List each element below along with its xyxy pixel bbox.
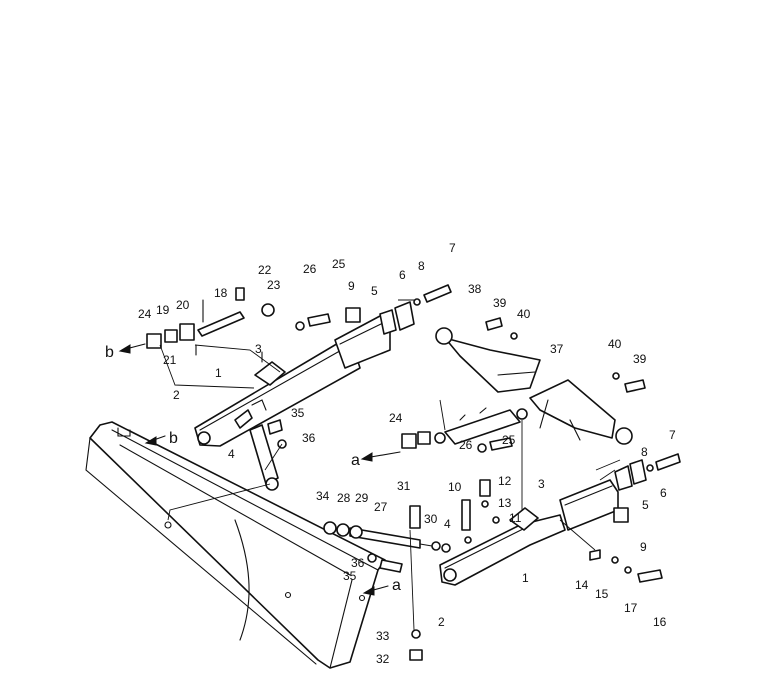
callout-20: 20 [176,298,190,312]
callout-5-right: 5 [642,498,649,512]
bracket-37 [529,379,633,445]
callout-28: 28 [337,491,351,505]
center-cylinder [434,407,528,445]
reference-labels: b b a a [105,344,401,594]
reference-b-blade: b [169,430,178,447]
callout-5-left: 5 [371,284,378,298]
blade [85,421,386,669]
callout-7-right: 7 [669,428,676,442]
callout-3-right: 3 [538,477,545,491]
callout-32: 32 [376,652,390,666]
callout-10: 10 [448,480,462,494]
callout-40-right: 40 [608,337,622,351]
callout-23: 23 [267,278,281,292]
callout-2-left: 2 [173,388,180,402]
reference-arrows [118,343,401,596]
callout-21: 21 [163,353,177,367]
cylinder [349,527,441,551]
callout-15: 15 [595,587,609,601]
callout-14: 14 [575,578,589,592]
callout-4-left: 4 [228,447,235,461]
callout-9-left: 9 [348,279,355,293]
callout-37: 37 [550,342,564,356]
callout-25-left: 25 [332,257,346,271]
callout-4-right: 4 [444,517,451,531]
callout-30: 30 [424,512,438,526]
callout-19: 19 [156,303,170,317]
callout-33: 33 [376,629,390,643]
callout-9-right: 9 [640,540,647,554]
callout-16: 16 [653,615,667,629]
callout-13: 13 [498,496,512,510]
callout-38: 38 [468,282,482,296]
reference-a-center: a [351,452,360,469]
callout-17: 17 [624,601,638,615]
callout-8-right: 8 [641,445,648,459]
callout-6-right: 6 [660,486,667,500]
leader-lines [159,299,621,631]
callout-31: 31 [397,479,411,493]
callout-24-left: 24 [138,307,152,321]
callout-labels: 1 2 3 4 35 36 18 19 20 21 24 22 23 26 25… [138,241,676,666]
callout-39-right: 39 [633,352,647,366]
callout-18: 18 [214,286,228,300]
reference-a-lower: a [392,577,401,594]
reference-b-left: b [105,344,114,361]
left-frame-arm [194,315,391,447]
callout-39-upper: 39 [493,296,507,310]
callout-25-center: 25 [502,433,516,447]
callout-36-upper: 36 [302,431,316,445]
callout-35-lower: 35 [343,569,357,583]
callout-36-lower: 36 [351,556,365,570]
callout-1-left: 1 [215,366,222,380]
callout-12: 12 [498,474,512,488]
left-lower-link [234,399,279,491]
right-frame-arm [439,479,619,586]
callout-22: 22 [258,263,272,277]
callout-6-left: 6 [399,268,406,282]
callout-26-center: 26 [459,438,473,452]
callout-24-center: 24 [389,411,403,425]
callout-34: 34 [316,489,330,503]
callout-3-left: 3 [255,342,262,356]
callout-29: 29 [355,491,369,505]
callout-2-right: 2 [438,615,445,629]
callout-40-upper: 40 [517,307,531,321]
callout-7-left: 7 [449,241,456,255]
bracket-38 [435,327,541,393]
callout-26-left: 26 [303,262,317,276]
callout-35-upper: 35 [291,406,305,420]
hardware [146,284,681,661]
callout-1-right: 1 [522,571,529,585]
callout-27: 27 [374,500,388,514]
callout-8-left: 8 [418,259,425,273]
callout-11: 11 [509,511,522,525]
